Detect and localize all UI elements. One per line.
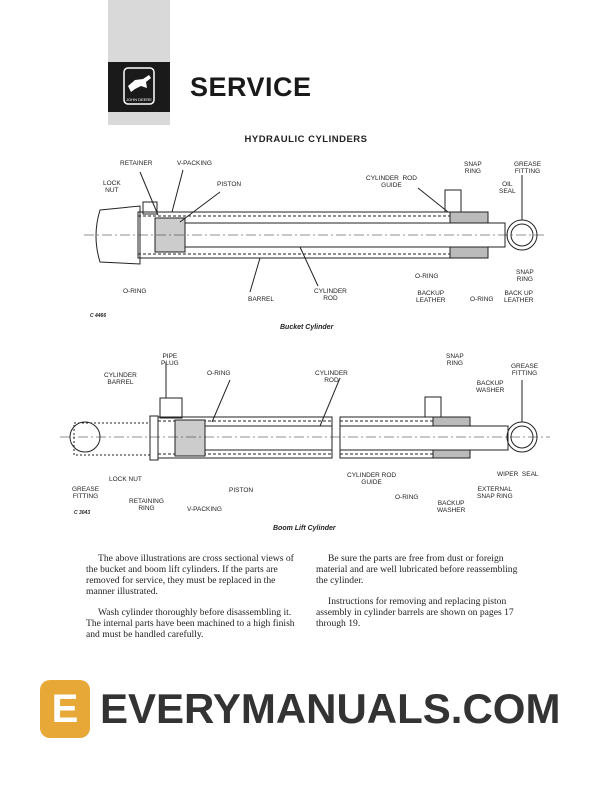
label-o-ring: O-RING [415, 273, 439, 280]
label-piston: PISTON [217, 181, 242, 188]
label-pipe-plug: PIPE PLUG [161, 353, 179, 367]
figure-caption: Boom Lift Cylinder [273, 525, 336, 532]
watermark: EVERYMANUALS.COM [100, 685, 561, 732]
label-cylinder-rod: CYLINDER ROD [315, 370, 348, 384]
label-piston: PISTON [229, 487, 254, 494]
watermark-group: E EVERYMANUALS.COM [40, 680, 560, 738]
label-o-ring: O-RING [470, 296, 494, 303]
john-deere-logo: JOHN DEERE [108, 62, 170, 112]
svg-text:JOHN DEERE: JOHN DEERE [126, 97, 152, 102]
right-text-column: Be sure the parts are free from dust or … [316, 553, 528, 629]
page-title: HYDRAULIC CYLINDERS [244, 134, 368, 145]
label-v-packing: V-PACKING [187, 506, 222, 513]
paragraph: Wash cylinder thoroughly before disassem… [86, 607, 295, 640]
label-cylinder-barrel: CYLINDER BARREL [104, 372, 137, 386]
label-wiper-seal: WIPER SEAL [497, 471, 539, 478]
label-cylinder-rod: CYLINDER ROD [314, 288, 347, 302]
paragraph: The above illustrations are cross sectio… [86, 553, 294, 597]
label-lock-nut: LOCK NUT [109, 476, 142, 483]
section-title: SERVICE [190, 72, 312, 102]
paragraph: Be sure the parts are free from dust or … [316, 553, 518, 586]
label-external-snap-ring: EXTERNAL SNAP RING [477, 486, 513, 500]
watermark-badge: E [40, 680, 90, 738]
figure-number: C 3043 [74, 510, 91, 516]
label-back-up-leather: BACK UP LEATHER [504, 290, 534, 304]
figure-number: C 4466 [90, 313, 107, 319]
label-snap-ring: SNAP RING [446, 353, 464, 367]
label-o-ring: O-RING [395, 494, 419, 501]
label-barrel: BARREL [248, 296, 275, 303]
label-backup-leather: BACKUP LEATHER [416, 290, 446, 304]
label-grease-fitting: GREASE FITTING [72, 486, 100, 500]
label-oil-seal: OIL SEAL [499, 181, 516, 195]
label-retaining-ring: RETAINING RING [129, 498, 164, 512]
label-o-ring: O-RING [123, 288, 147, 295]
label-lock-nut: LOCK NUT [103, 180, 121, 194]
label-grease-fitting: GREASE FITTING [514, 161, 542, 175]
label-cylinder-rod-guide: CYLINDER ROD GUIDE [347, 472, 397, 486]
boom-cylinder-drawing [60, 362, 550, 461]
bucket-cylinder-drawing [84, 169, 545, 293]
label-v-packing: V-PACKING [177, 160, 212, 167]
label-snap-ring: SNAP RING [464, 161, 482, 175]
label-backup-washer: BACKUP WASHER [476, 380, 505, 394]
label-snap-ring: SNAP RING [516, 269, 534, 283]
paragraph: Instructions for removing and replacing … [316, 596, 514, 629]
label-retainer: RETAINER [120, 160, 153, 167]
label-o-ring: O-RING [207, 370, 231, 377]
label-grease-fitting: GREASE FITTING [511, 363, 539, 377]
label-backup-washer: BACKUP WASHER [437, 500, 466, 514]
left-text-column: The above illustrations are cross sectio… [86, 553, 298, 640]
label-cylinder-rod-guide: CYLINDER ROD GUIDE [366, 175, 417, 189]
figure-caption: Bucket Cylinder [280, 324, 334, 331]
